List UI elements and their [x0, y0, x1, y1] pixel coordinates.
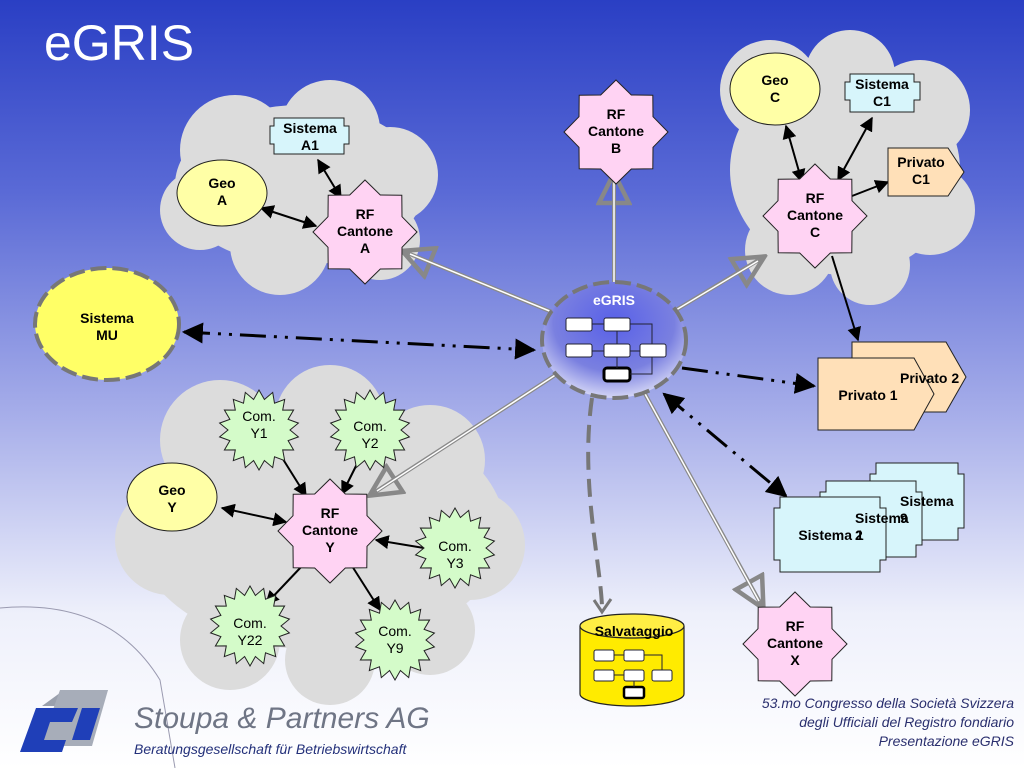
geo-a-node — [176, 159, 268, 227]
footer-line-2: degli Ufficiali del Registro fondiario — [799, 714, 1014, 730]
com-nodes — [209, 388, 496, 682]
rf-nodes — [277, 79, 868, 697]
company-tagline: Beratungsgesellschaft für Betriebswirtsc… — [134, 741, 407, 757]
privato-c1-node — [887, 147, 965, 197]
dashed-connectors — [181, 322, 817, 615]
rf-cantone-b-node — [563, 79, 669, 185]
company-logo — [20, 690, 108, 752]
sistema-a1-node — [269, 117, 350, 155]
footer-line-3: Presentazione eGRIS — [878, 733, 1014, 749]
page-title: eGRIS — [44, 15, 195, 71]
sistema-c1-node — [844, 73, 921, 113]
footer-text: 53.mo Congresso della Società Svizzera d… — [614, 694, 1014, 751]
geo-c-node — [729, 52, 821, 126]
com-y22-node — [209, 584, 291, 668]
com-y2-node — [329, 388, 411, 472]
privato-1-node — [817, 357, 935, 431]
rf-cantone-y-node — [277, 478, 383, 584]
com-y1-node — [218, 388, 300, 472]
footer-line-1: 53.mo Congresso della Società Svizzera — [761, 695, 1014, 711]
sistema-1-node — [773, 496, 887, 573]
geo-y-node — [126, 462, 218, 532]
com-y3-node — [414, 506, 496, 590]
rf-cantone-a-node — [312, 179, 418, 285]
rf-cantone-x-node — [742, 591, 848, 697]
cluster-arrows — [220, 116, 890, 612]
decorative-arc — [0, 606, 176, 768]
salvataggio-db — [579, 613, 685, 707]
com-y9-node — [354, 598, 436, 682]
company-name: Stoupa & Partners AG — [134, 702, 430, 735]
rf-cantone-c-node — [762, 163, 868, 269]
egris-hub — [540, 280, 688, 400]
sistema-mu-node — [33, 266, 181, 382]
